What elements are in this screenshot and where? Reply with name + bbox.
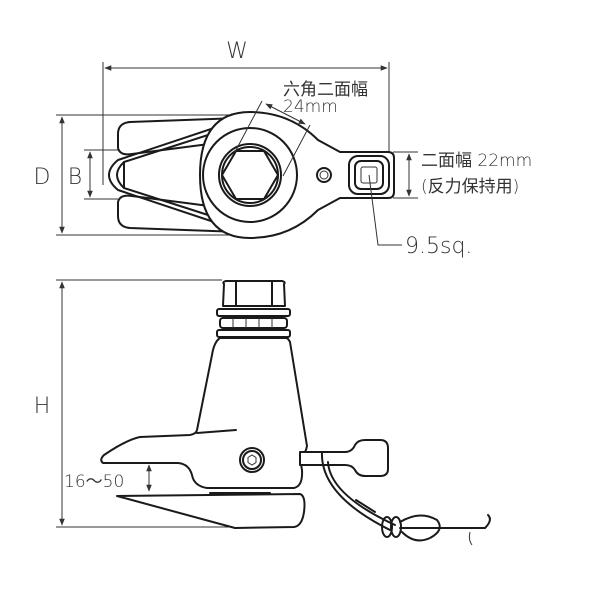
square-drive-icon [360, 166, 378, 184]
width-label: W [226, 39, 248, 64]
reaction-label-line2: (反力保持用) [421, 177, 519, 197]
top-view: W D B [34, 39, 533, 259]
side-view: H 16～50 [34, 279, 491, 546]
depth-dimension: D [34, 114, 240, 236]
height-label: H [34, 394, 51, 419]
clamp-range-dimension: 16～50 [64, 464, 152, 492]
square-drive-callout: 9.5sq. [368, 174, 472, 259]
jaw-width-label: B [68, 165, 82, 190]
width-dimension: W [102, 39, 390, 185]
height-dimension: H [34, 279, 232, 528]
square-drive-label: 9.5sq. [405, 234, 472, 259]
reaction-label-line1: 二面幅 22mm [421, 151, 532, 171]
hex-size-dimension: 六角二面幅 24mm [234, 80, 368, 177]
reaction-width-dimension: 二面幅 22mm (反力保持用) [393, 151, 532, 199]
depth-label: D [34, 165, 51, 190]
hex-size-label-line2: 24mm [283, 97, 338, 117]
jaw-width-dimension: B [68, 149, 118, 200]
hex-size-label-line1: 六角二面幅 [283, 80, 368, 100]
clamp-range-label: 16～50 [64, 472, 124, 492]
